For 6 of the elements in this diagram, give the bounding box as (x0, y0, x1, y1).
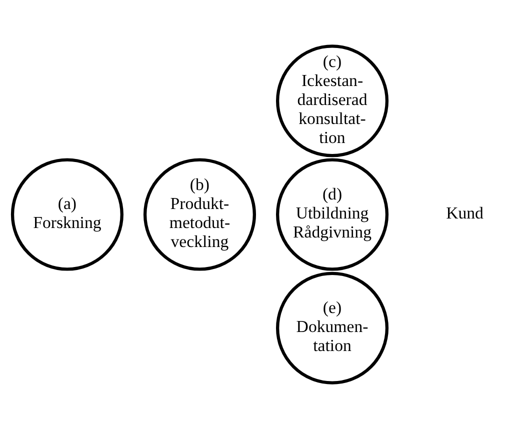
node-circle: (b) Produkt- metodut- veckling (143, 158, 256, 270)
node-circle: (d) Utbildning Rådgivning (276, 158, 389, 270)
label: Kund (446, 202, 484, 222)
node-circle: (c) Ickestan- dardiserad konsultat- tion (276, 44, 389, 157)
node-circle: (e) Dokumen- tation (276, 271, 389, 384)
node-circle: (a) Forskning (10, 158, 124, 270)
